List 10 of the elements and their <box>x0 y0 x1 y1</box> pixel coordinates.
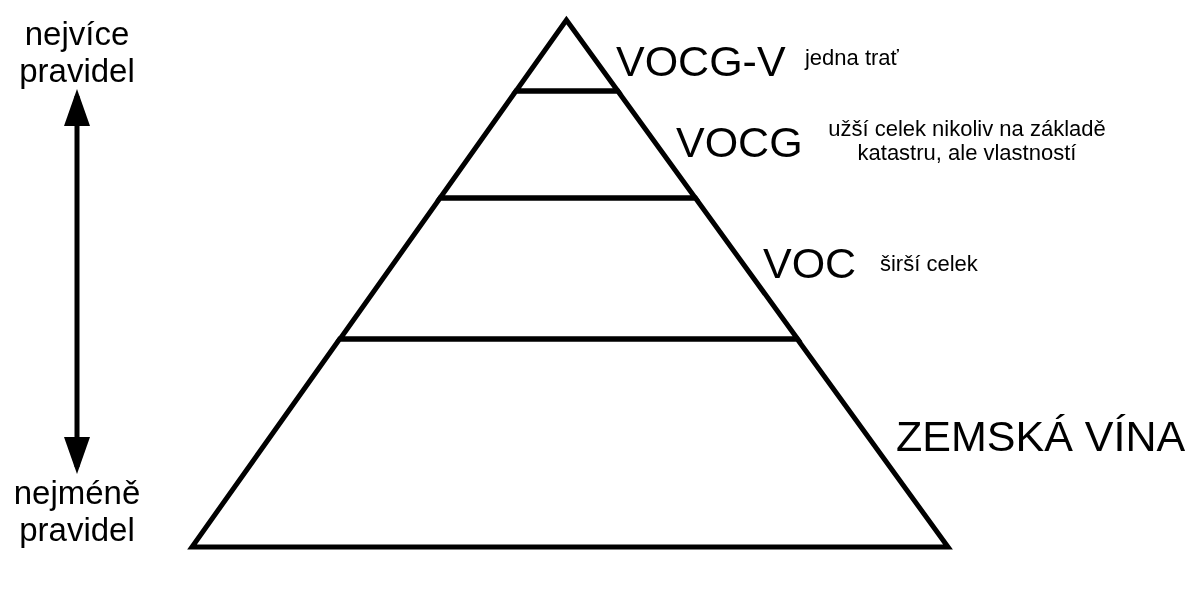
tier-description: širší celek <box>880 252 978 276</box>
tier-heading: VOCG <box>676 120 803 164</box>
scale-label: nejvíce pravidel <box>2 15 152 89</box>
tier-heading: VOC <box>763 241 857 285</box>
tier-heading: VOCG-V <box>616 39 786 83</box>
scale-label: nejméně pravidel <box>2 474 152 548</box>
tier-description: jedna trať <box>805 46 899 70</box>
tier-heading: ZEMSKÁ VÍNA <box>896 414 1186 458</box>
tier-description: užší celek nikoliv na základě katastru, ale vlastností <box>827 117 1107 165</box>
double-arrow <box>64 89 90 474</box>
